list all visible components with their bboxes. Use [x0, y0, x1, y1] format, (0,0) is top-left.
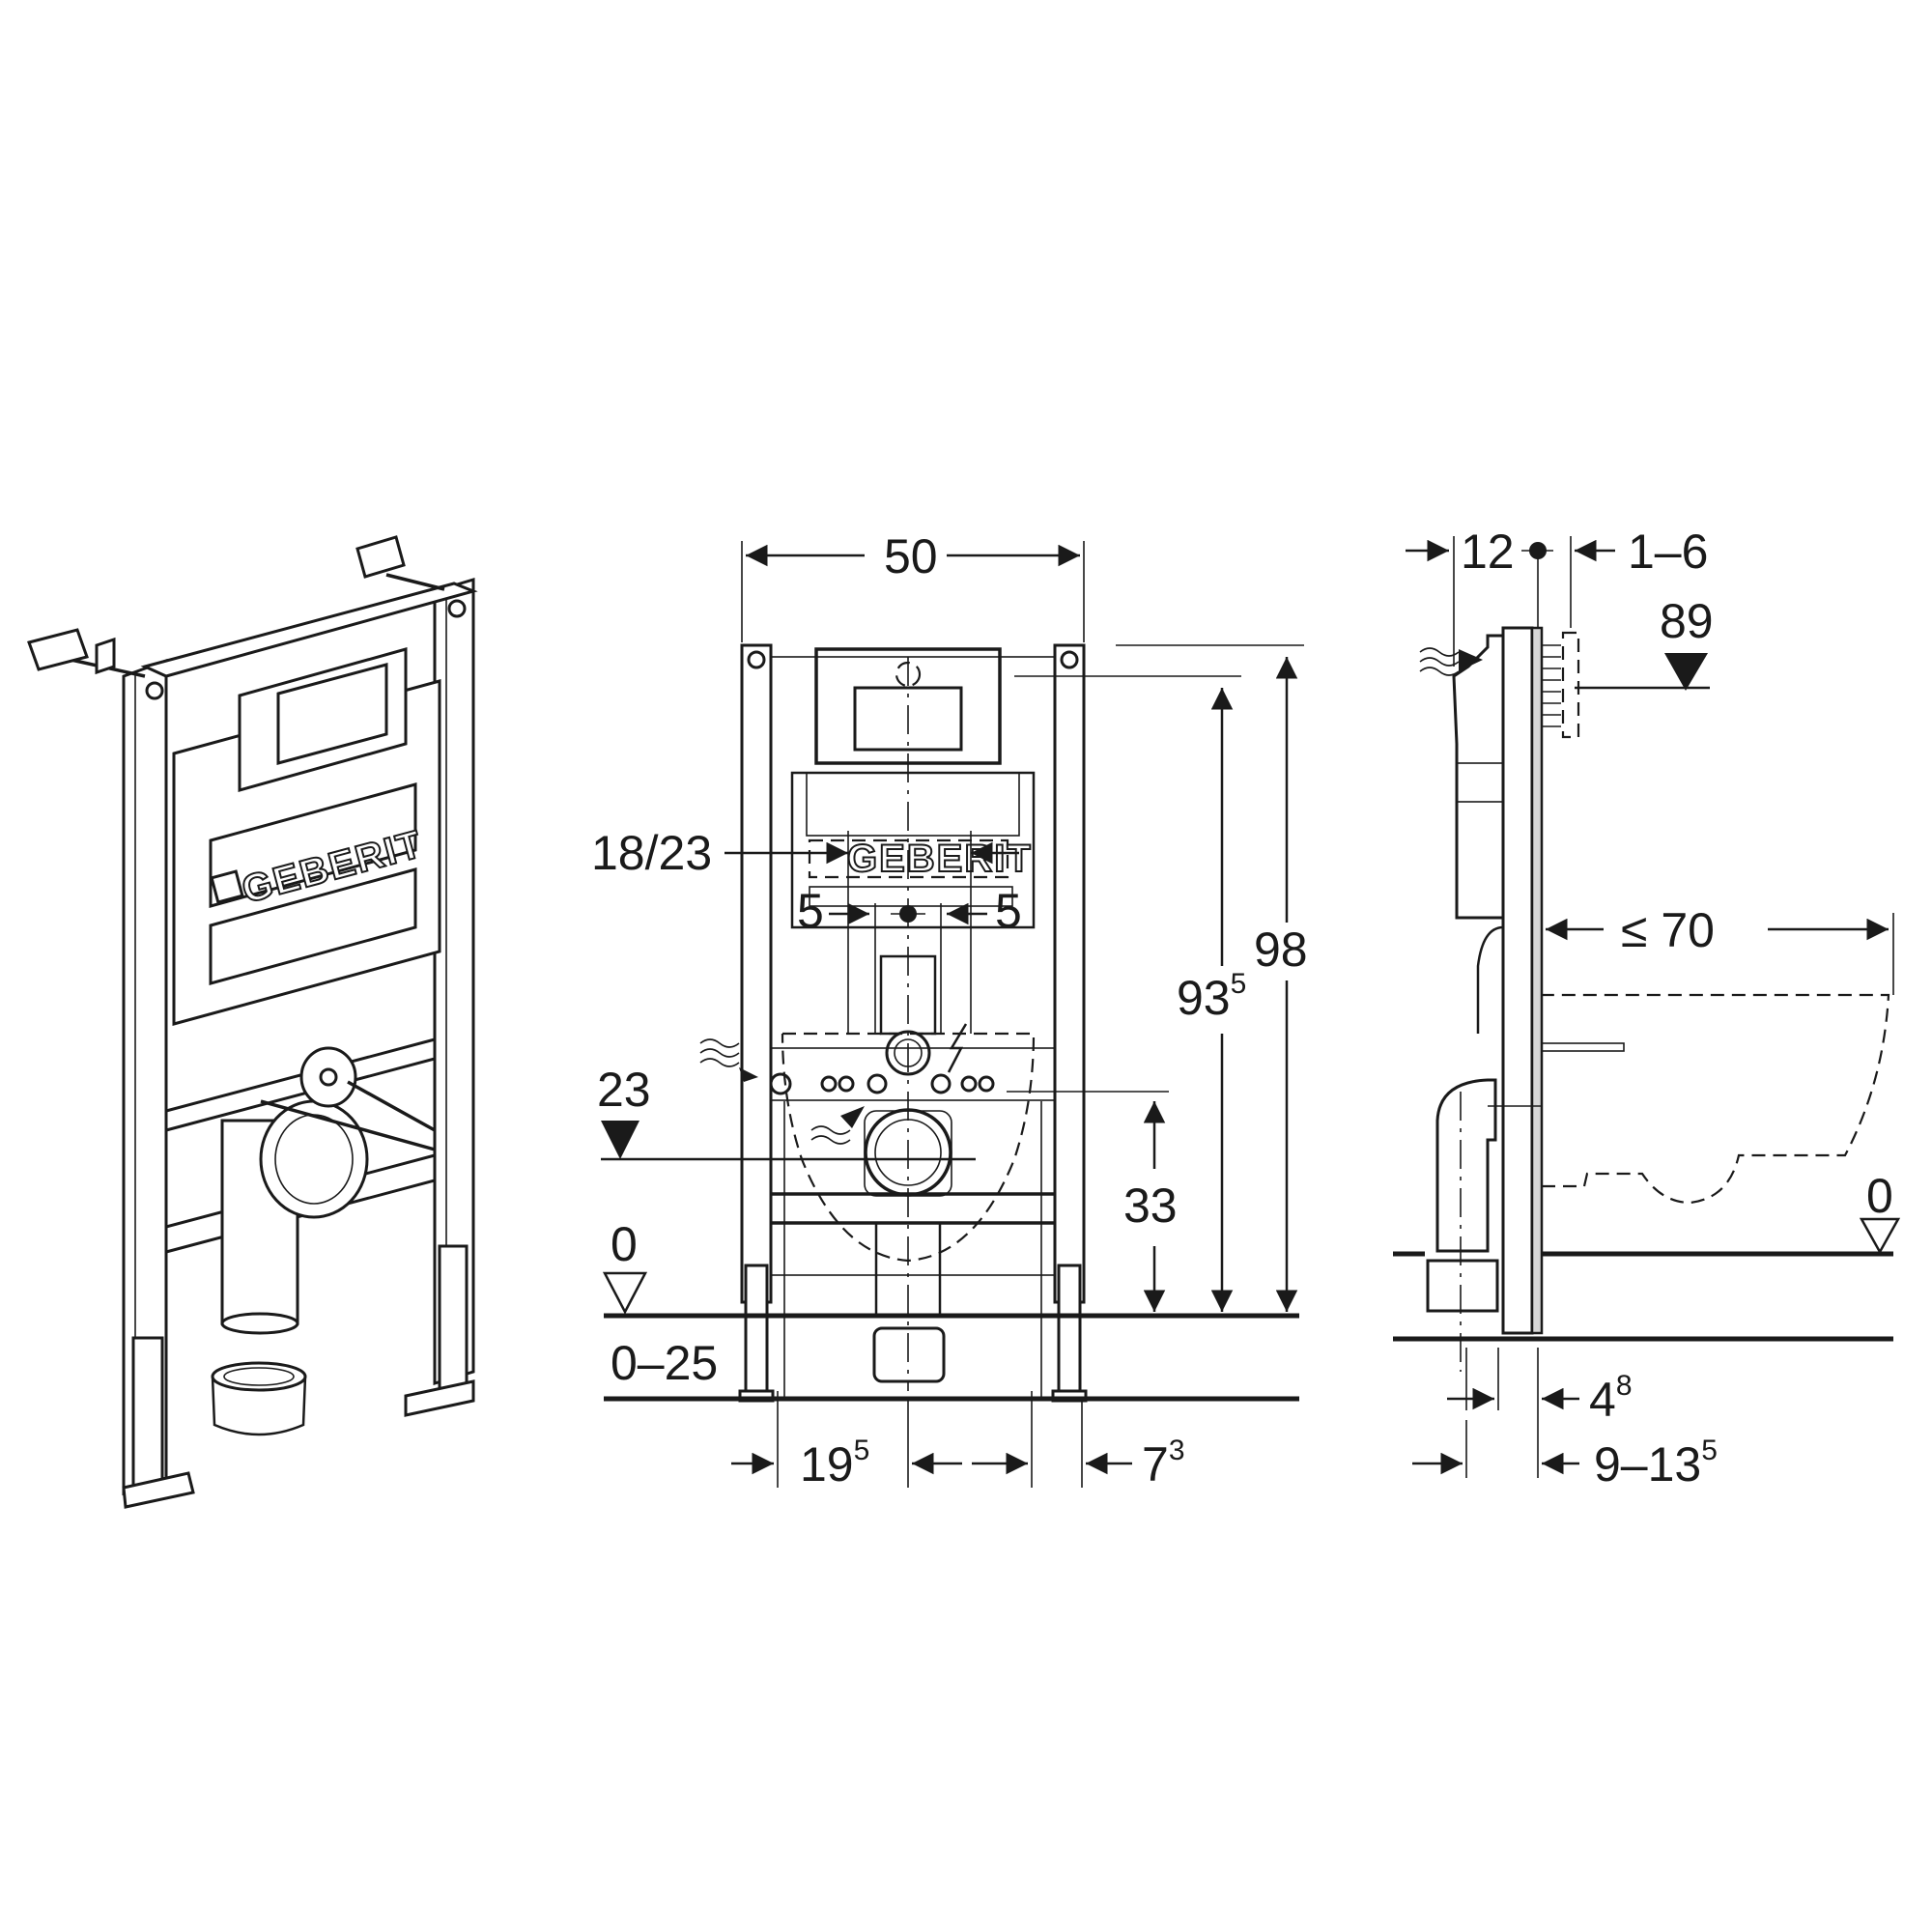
dim-frame-depth: 12	[1461, 525, 1515, 579]
level-zero-icon	[602, 1271, 648, 1315]
level-marker-89-label: 89	[1660, 594, 1714, 648]
dim-connection-height: 33	[1123, 1179, 1178, 1233]
dim-leg-adjustment: 0–25	[611, 1336, 718, 1390]
dim-bowl-projection: ≤ 70	[1621, 903, 1715, 957]
dim-lower-2: 9–135	[1594, 1435, 1718, 1492]
dim-frame-height: 98	[1254, 923, 1308, 977]
dim-lower-1: 48	[1589, 1370, 1633, 1427]
dim-wall-cladding: 1–6	[1628, 525, 1708, 579]
bowl-connector-iso	[259, 1099, 369, 1219]
water-inlet-icon	[699, 1038, 758, 1082]
front-upright-left	[740, 643, 773, 1304]
dim-offset-right: 5	[995, 884, 1022, 938]
side-view: 12 1–6 89 ≤ 70 0 48	[1393, 525, 1901, 1492]
level-zero-label: 0	[611, 1217, 638, 1271]
dim-flush-plate-width: 18/23	[591, 826, 712, 880]
side-level-zero-icon	[1859, 1217, 1901, 1255]
side-wall-panel	[1530, 626, 1544, 1335]
wc-bowl-outline	[1542, 993, 1890, 1205]
side-drain-elbow	[1435, 1078, 1497, 1253]
connection-holes	[769, 1072, 995, 1095]
side-frame-profile	[1501, 626, 1534, 1335]
dim-offset-left: 5	[797, 884, 824, 938]
dim-actuator-height: 935	[1177, 968, 1246, 1025]
side-water-inlet-icon	[1419, 647, 1483, 676]
side-level-zero-label: 0	[1866, 1169, 1893, 1223]
front-view: GEBERIT	[591, 529, 1308, 1492]
side-cistern	[1452, 634, 1505, 920]
dim-frame-width: 50	[884, 529, 938, 583]
level-marker-23-label: 23	[597, 1063, 651, 1117]
isometric-view: GEBERIT	[27, 535, 478, 1509]
air-flow-icon	[810, 1106, 865, 1145]
electric-icon	[947, 1023, 968, 1073]
frame-upright-right	[433, 577, 475, 1386]
dim-bottom-right: 73	[1142, 1435, 1185, 1492]
dim-bottom-left: 195	[800, 1435, 869, 1492]
mounting-bolt	[1541, 1042, 1625, 1052]
front-upright-right	[1053, 643, 1086, 1304]
level-marker-89-icon	[1664, 653, 1708, 691]
level-marker-23-icon	[601, 1121, 639, 1159]
geberit-logo-front: GEBERIT	[847, 838, 1033, 880]
frame-top-bar	[140, 582, 478, 678]
